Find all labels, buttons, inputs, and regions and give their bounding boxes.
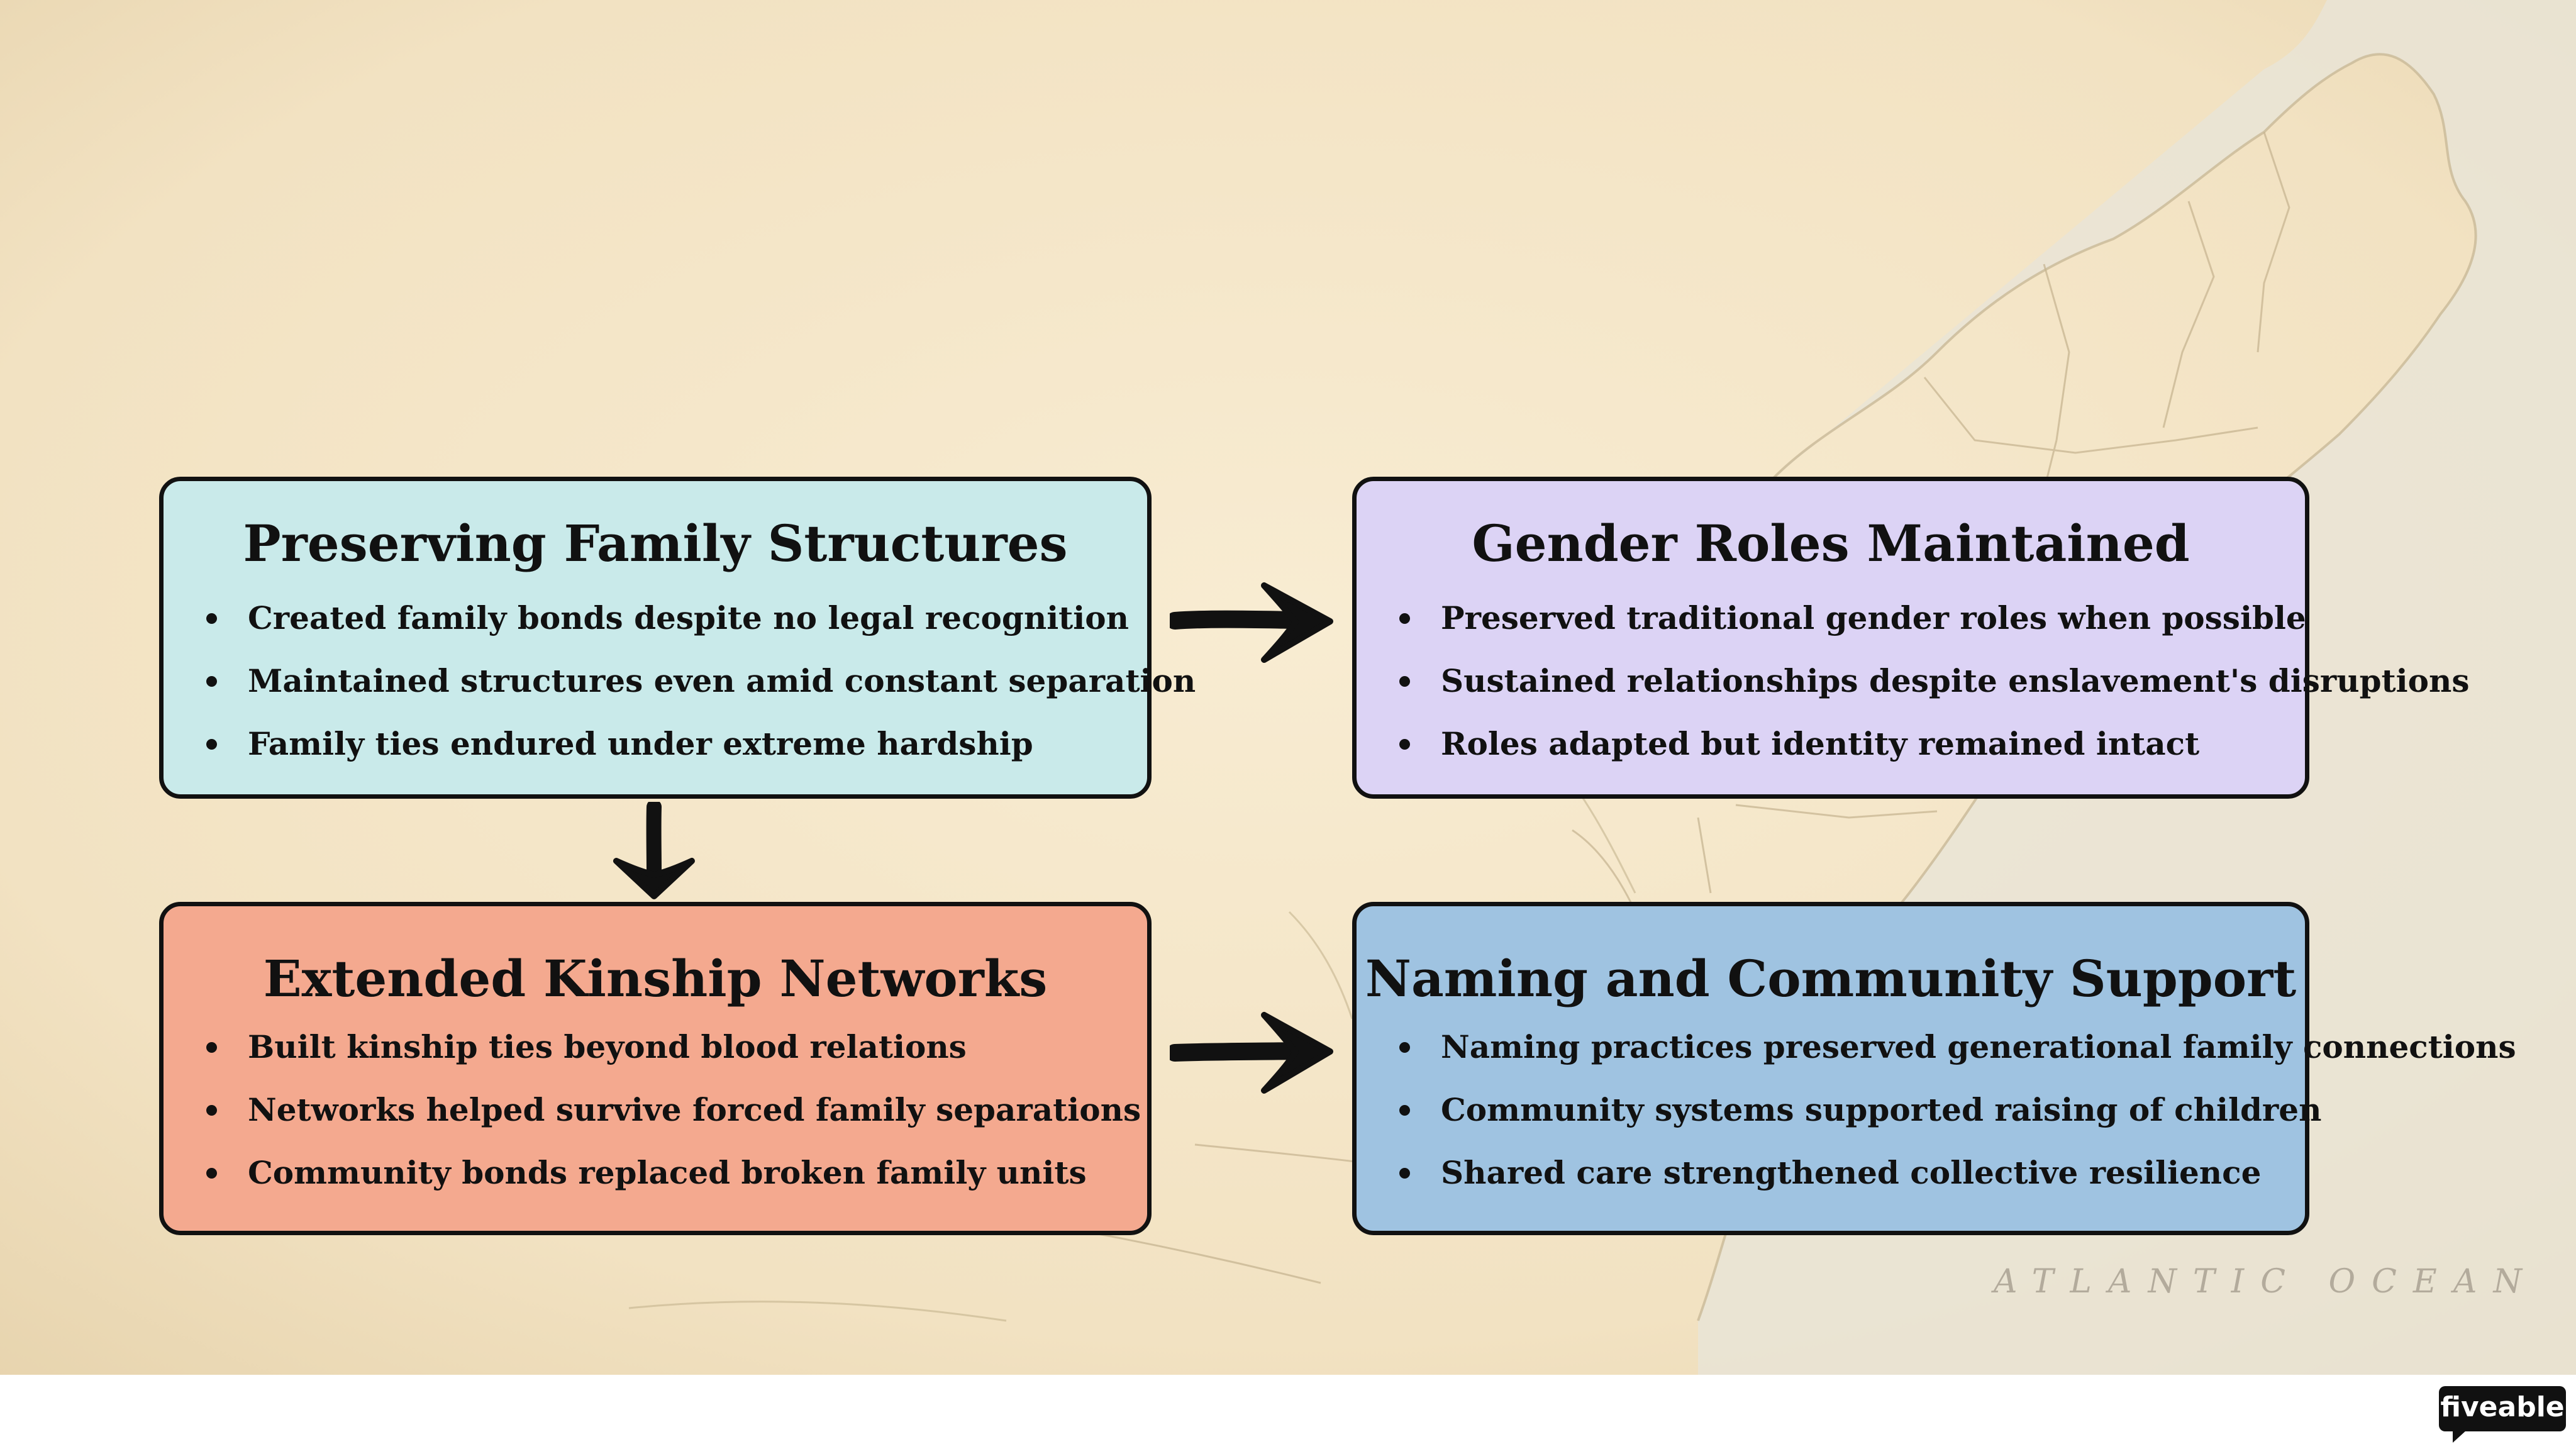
arrow-right-icon xyxy=(1170,1012,1333,1094)
bullet-text: Naming practices preserved generational … xyxy=(1441,1028,2516,1065)
bullet-text: Sustained relationships despite enslavem… xyxy=(1441,662,2470,699)
bullet-item: Preserved traditional gender roles when … xyxy=(1399,599,2306,662)
bullet-item: Family ties endured under extreme hardsh… xyxy=(206,725,1135,788)
bullet-list: Created family bonds despite no legal re… xyxy=(206,599,1196,788)
bullet-text: Family ties endured under extreme hardsh… xyxy=(248,725,1033,762)
bullet-list: Built kinship ties beyond blood relation… xyxy=(206,1028,1141,1217)
bullet-icon xyxy=(206,1042,217,1053)
bullet-text: Roles adapted but identity remained inta… xyxy=(1441,725,2200,762)
bullet-list: Preserved traditional gender roles when … xyxy=(1399,599,2469,788)
box-title: Extended Kinship Networks xyxy=(263,949,1048,1008)
bullet-icon xyxy=(206,676,217,687)
bullet-text: Community systems supported raising of c… xyxy=(1441,1091,2322,1128)
bullet-icon xyxy=(1399,739,1410,750)
bullet-item: Naming practices preserved generational … xyxy=(1399,1028,2516,1091)
bullet-icon xyxy=(206,613,217,624)
bullet-icon xyxy=(206,739,217,750)
bullet-text: Built kinship ties beyond blood relation… xyxy=(248,1028,967,1065)
preserving-family-structures-box: Preserving Family Structures Created fam… xyxy=(159,477,1196,799)
bullet-text: Shared care strengthened collective resi… xyxy=(1441,1154,2262,1191)
box-title: Gender Roles Maintained xyxy=(1472,514,2190,573)
logo-text: fiveable xyxy=(2440,1391,2565,1423)
bullet-text: Maintained structures even amid constant… xyxy=(248,662,1196,699)
slide: Preserving Family Structures Created fam… xyxy=(0,0,2576,1375)
bullet-icon xyxy=(1399,676,1410,687)
gender-roles-maintained-box: Gender Roles Maintained Preserved tradit… xyxy=(1352,477,2469,799)
bullet-icon xyxy=(206,1105,217,1116)
bullet-item: Built kinship ties beyond blood relation… xyxy=(206,1028,1135,1091)
bullet-icon xyxy=(1399,613,1410,624)
bullet-item: Community systems supported raising of c… xyxy=(1399,1091,2321,1154)
box-title: Preserving Family Structures xyxy=(243,514,1068,573)
bullet-item: Sustained relationships despite enslavem… xyxy=(1399,662,2469,725)
map-label: ATLANTIC OCEAN xyxy=(1994,1263,2538,1301)
bullet-list: Naming practices preserved generational … xyxy=(1399,1028,2516,1217)
bullet-text: Preserved traditional gender roles when … xyxy=(1441,599,2306,636)
bullet-icon xyxy=(206,1168,217,1179)
bullet-icon xyxy=(1399,1105,1410,1116)
bullet-item: Created family bonds despite no legal re… xyxy=(206,599,1135,662)
arrow-right-icon xyxy=(1170,582,1333,663)
fiveable-logo: fiveable xyxy=(2439,1386,2566,1443)
bullet-text: Networks helped survive forced family se… xyxy=(248,1091,1141,1128)
bullet-text: Community bonds replaced broken family u… xyxy=(248,1154,1087,1191)
naming-and-community-support-box: Naming and Community Support Naming prac… xyxy=(1352,902,2516,1235)
bullet-item: Shared care strengthened collective resi… xyxy=(1399,1154,2292,1217)
extended-kinship-networks-box: Extended Kinship Networks Built kinship … xyxy=(159,902,1152,1235)
bullet-item: Networks helped survive forced family se… xyxy=(206,1091,1141,1154)
bullet-icon xyxy=(1399,1168,1410,1179)
bullet-icon xyxy=(1399,1042,1410,1053)
box-title: Naming and Community Support xyxy=(1365,949,2297,1008)
arrow-down-icon xyxy=(613,802,695,899)
bullet-item: Community bonds replaced broken family u… xyxy=(206,1154,1135,1217)
bullet-item: Roles adapted but identity remained inta… xyxy=(1399,725,2292,788)
bullet-item: Maintained structures even amid constant… xyxy=(206,662,1196,725)
bullet-text: Created family bonds despite no legal re… xyxy=(248,599,1129,636)
